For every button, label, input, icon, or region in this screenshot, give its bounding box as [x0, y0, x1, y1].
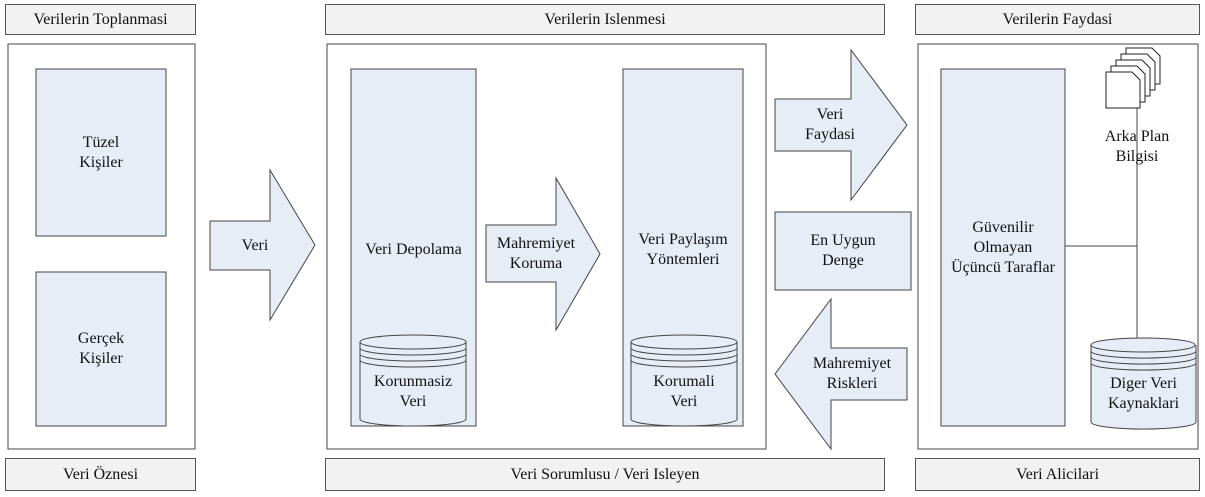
- background-info-label: Arka Plan Bilgisi: [1104, 128, 1170, 165]
- optimum-balance-label: En Uygun Denge: [810, 232, 876, 269]
- header-processing: Verilerin Islenmesi: [325, 4, 885, 35]
- footer-data-recipients: Veri Alicilari: [915, 458, 1200, 491]
- other-sources-db-icon: [1090, 337, 1197, 430]
- data-arrow: [209, 168, 316, 322]
- optimum-balance-box: [774, 211, 912, 291]
- header-collection: Verilerin Toplanmasi: [5, 4, 196, 35]
- data-utility-arrow: [774, 48, 908, 202]
- document-stack-icon: [1105, 47, 1161, 109]
- storage-label: Veri Depolama: [365, 241, 462, 258]
- other-sources-label: Diger Veri Kaynaklari: [1107, 375, 1180, 412]
- unprotected-db-icon: [359, 334, 467, 427]
- legal-entities-label: Tüzel Kişiler: [79, 133, 123, 171]
- data-utility-label: Veri Faydasi: [805, 106, 855, 143]
- real-persons-box: [35, 271, 167, 427]
- sharing-label: Veri Paylaşım Yöntemleri: [638, 231, 728, 268]
- privacy-risks-label: Mahremiyet Riskleri: [812, 355, 892, 392]
- privacy-risks-arrow: [774, 297, 908, 451]
- unprotected-db-label: Korunmasiz Veri: [373, 373, 453, 410]
- privacy-protection-label: Mahremiyet Koruma: [496, 234, 576, 272]
- protected-db-icon: [630, 334, 738, 427]
- legal-entities-box: [35, 68, 167, 237]
- footer-data-controller: Veri Sorumlusu / Veri Isleyen: [325, 458, 885, 491]
- untrusted-parties-label: Güvenilir Olmayan Üçüncü Taraflar: [951, 219, 1055, 276]
- real-persons-label: Gerçek Kişiler: [77, 330, 125, 367]
- data-arrow-label: Veri: [241, 236, 269, 254]
- untrusted-parties-box: [940, 68, 1066, 427]
- header-utility: Verilerin Faydasi: [915, 4, 1200, 35]
- privacy-protection-arrow: [485, 176, 601, 332]
- footer-data-subject: Veri Öznesi: [5, 458, 196, 491]
- protected-db-label: Korumali Veri: [653, 373, 715, 410]
